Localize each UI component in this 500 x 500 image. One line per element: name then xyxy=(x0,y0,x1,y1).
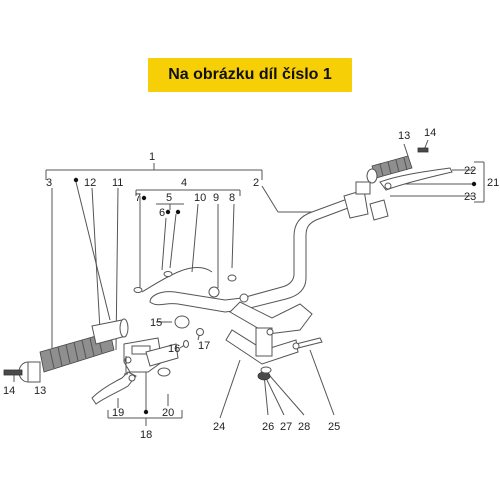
left-end-weight xyxy=(3,361,41,383)
callout-6: 6 xyxy=(159,207,165,219)
handlebar xyxy=(149,195,365,365)
bracket-part-18 xyxy=(107,410,183,426)
callout-14-right: 14 xyxy=(424,127,436,139)
callout-10: 10 xyxy=(194,192,206,204)
callout-16: 16 xyxy=(168,343,180,355)
callout-15: 15 xyxy=(150,317,162,329)
callout-labels: 1 2 3 12 11 4 7 5 10 9 8 6 15 16 17 14 1… xyxy=(3,127,499,441)
callout-4: 4 xyxy=(181,177,187,189)
callout-19: 19 xyxy=(112,407,124,419)
bracket-parts-21 xyxy=(474,161,485,203)
callout-25: 25 xyxy=(328,421,340,433)
callout-28: 28 xyxy=(298,421,310,433)
left-grip xyxy=(39,318,129,373)
right-switch-housing xyxy=(343,181,389,221)
callout-13-right: 13 xyxy=(398,130,410,142)
right-grip xyxy=(366,147,429,184)
callout-11: 11 xyxy=(112,177,123,189)
callout-21: 21 xyxy=(487,177,499,189)
part-number-banner: Na obrázku díl číslo 1 xyxy=(148,58,352,92)
reference-dots xyxy=(73,177,477,415)
callout-20: 20 xyxy=(162,407,174,419)
brake-lever-right xyxy=(379,167,453,191)
bracket-part-4 xyxy=(135,189,241,196)
callout-12: 12 xyxy=(84,177,96,189)
callout-23: 23 xyxy=(464,191,476,203)
callout-3: 3 xyxy=(46,177,52,189)
callout-17: 17 xyxy=(198,340,210,352)
small-fasteners xyxy=(124,274,323,381)
callout-24: 24 xyxy=(213,421,225,433)
callout-14-left: 14 xyxy=(3,385,15,397)
throttle-cable xyxy=(141,267,213,293)
callout-2: 2 xyxy=(253,177,259,189)
callout-8: 8 xyxy=(229,192,235,204)
bracket-part-1 xyxy=(45,163,263,180)
leader-lines xyxy=(13,139,474,419)
callout-13-left: 13 xyxy=(34,385,46,397)
callout-7: 7 xyxy=(135,192,141,204)
callout-27: 27 xyxy=(280,421,292,433)
callout-9: 9 xyxy=(213,192,219,204)
callout-1: 1 xyxy=(149,151,155,163)
callout-5: 5 xyxy=(166,192,172,204)
callout-22: 22 xyxy=(464,165,476,177)
brake-lever-left xyxy=(91,371,137,405)
callout-26: 26 xyxy=(262,421,274,433)
callout-18: 18 xyxy=(140,429,152,441)
